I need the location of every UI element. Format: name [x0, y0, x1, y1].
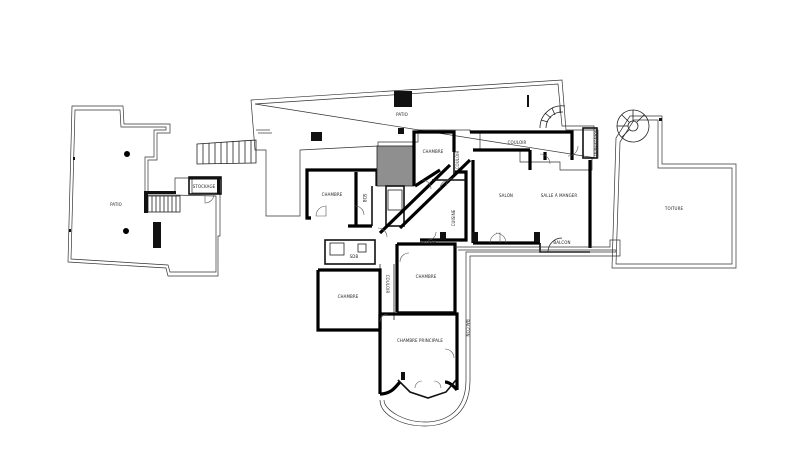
label-patio: PATIO [110, 202, 122, 207]
label-chambre-bottom-left: CHAMBRE [338, 294, 359, 299]
doors [315, 128, 579, 389]
label-couloir-vertical: COULOIR [455, 150, 460, 169]
label-stockage: STOCKAGE [193, 184, 216, 189]
label-couloir-top: COULOIR [508, 140, 527, 145]
label-patio-upper: PATIO [396, 112, 408, 117]
label-chambre-mid: CHAMBRE [416, 274, 437, 279]
label-couloir-lower: COULOIR [385, 275, 390, 294]
toiture-zone: TOITURE [611, 109, 737, 269]
room-labels: CHAMBRE SDB CHAMBRE COULOIR COULOIR RANG… [322, 131, 598, 343]
label-balcon-side: BALCON [465, 319, 470, 336]
patio-stairs [147, 195, 181, 213]
patio-left-zone: PATIO STOCKAGE [67, 105, 222, 277]
label-salon: SALON [499, 193, 513, 198]
service-block [376, 145, 415, 187]
label-rangement: RANGEMENT [593, 131, 598, 158]
exterior-stairs [196, 129, 272, 165]
label-chambre-principale: CHAMBRE PRINCIPALE [397, 338, 443, 343]
balcony-side: BALCON [379, 239, 621, 427]
label-salle-a-manger: SALLE À MANGER [541, 193, 578, 198]
spiral-stair-upper [539, 105, 566, 129]
label-entree: ENTRÉE [420, 240, 437, 245]
spiral-stair-roof [616, 109, 650, 143]
label-chambre-left: CHAMBRE [322, 192, 343, 197]
label-balcon-small: BALCON [553, 240, 570, 245]
label-sdb-lower: SDB [350, 254, 359, 259]
label-sdb-upper: SDB [362, 194, 367, 203]
label-cuisine: CUISINE [451, 209, 456, 226]
label-toiture: TOITURE [664, 206, 684, 211]
label-chambre-top: CHAMBRE [423, 149, 444, 154]
apartment-walls [305, 127, 598, 399]
